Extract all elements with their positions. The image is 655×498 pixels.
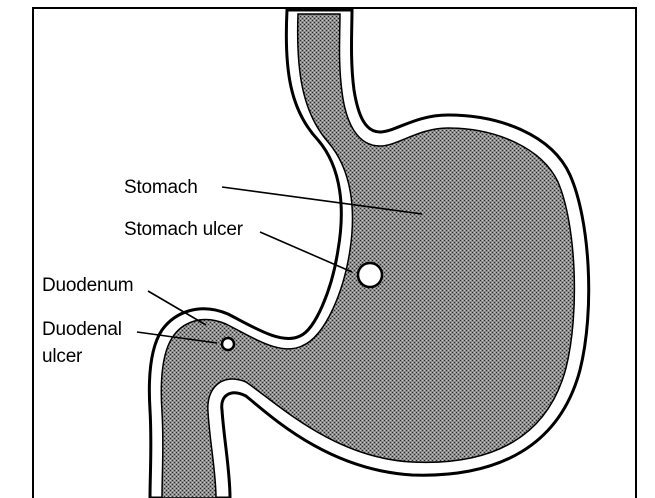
stomach-ulcer-hole <box>358 263 382 287</box>
duodenal-ulcer-label-line1: Duodenal <box>42 319 122 340</box>
duodenum-label: Duodenum <box>42 275 133 296</box>
stomach-label: Stomach <box>124 177 198 198</box>
duodenal-ulcer-hole <box>222 338 234 350</box>
duodenal-ulcer-label-line2: ulcer <box>42 346 83 367</box>
stomach-ulcer-label: Stomach ulcer <box>124 219 244 240</box>
